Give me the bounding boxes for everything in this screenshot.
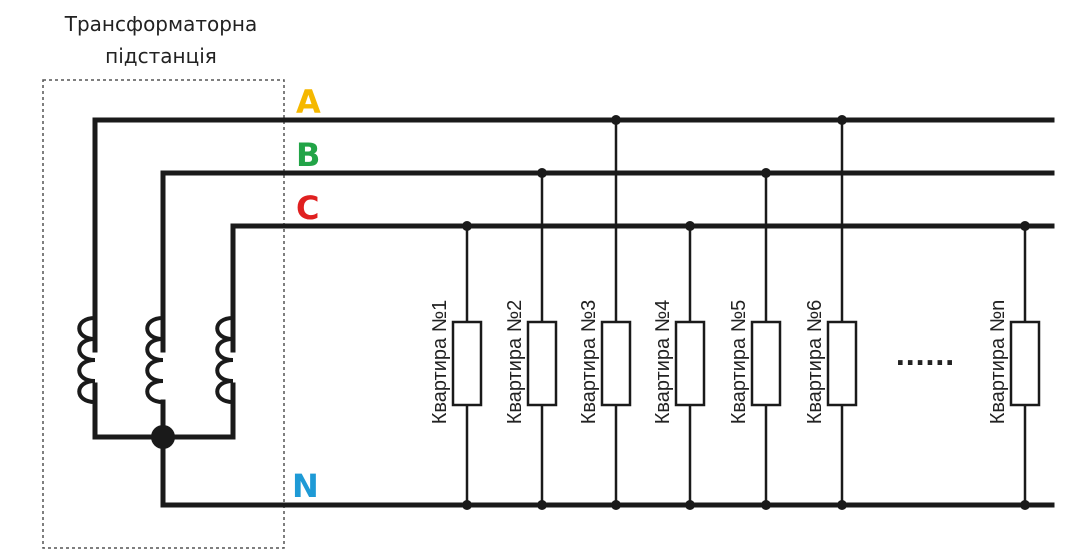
- star-point-node: [151, 425, 175, 449]
- apartment-load-3: Квартира №3: [578, 115, 632, 510]
- load-resistor: [674, 320, 706, 407]
- load-resistor: [750, 320, 782, 407]
- phase-junction-node: [537, 168, 547, 178]
- phase-junction-node: [837, 115, 847, 125]
- load-resistor: [826, 320, 858, 407]
- load-label: Квартира №5: [728, 300, 750, 425]
- load-label: Квартира №2: [504, 300, 526, 425]
- apartment-load-5: Квартира №5: [728, 168, 782, 510]
- substation-title-line1: Трансформаторна: [64, 12, 258, 36]
- neutral-junction-node: [462, 500, 472, 510]
- load-resistor: [451, 320, 483, 407]
- neutral-junction-node: [537, 500, 547, 510]
- apartment-load-7: Квартира №n: [987, 221, 1041, 510]
- neutral-junction-node: [837, 500, 847, 510]
- load-resistor: [600, 320, 632, 407]
- load-label: Квартира №n: [987, 300, 1009, 425]
- phase-b-bus: [160, 170, 1055, 353]
- neutral-junction-node: [761, 500, 771, 510]
- load-resistor: [1009, 320, 1041, 407]
- apartment-loads: Квартира №1 Квартира №2 Квартира №3 Квартир…: [429, 115, 1041, 510]
- substation-boundary: [42, 79, 285, 549]
- load-label: Квартира №1: [429, 300, 451, 425]
- neutral-junction-node: [611, 500, 621, 510]
- phase-junction-node: [685, 221, 695, 231]
- phase-junction-node: [761, 168, 771, 178]
- load-label: Квартира №6: [804, 300, 826, 425]
- winding-c: [215, 316, 234, 404]
- winding-b: [145, 316, 164, 404]
- load-label: Квартира №3: [578, 300, 600, 425]
- apartment-load-2: Квартира №2: [504, 168, 558, 510]
- substation-title-line2: підстанція: [105, 44, 217, 68]
- phase-b-label: B: [296, 136, 320, 174]
- neutral-junction-node: [1020, 500, 1030, 510]
- neutral-label: N: [292, 467, 319, 505]
- phase-a-bus: [92, 117, 1055, 353]
- neutral-bus: [160, 434, 1055, 508]
- neutral-junction-node: [685, 500, 695, 510]
- apartment-load-6: Квартира №6: [804, 115, 858, 510]
- phase-a-label: A: [296, 83, 321, 121]
- more-apartments-ellipsis: ......: [895, 342, 954, 372]
- load-label: Квартира №4: [652, 300, 674, 425]
- load-resistor: [526, 320, 558, 407]
- phase-c-bus: [230, 223, 1055, 353]
- winding-a: [77, 316, 96, 404]
- phase-c-label: C: [296, 189, 319, 227]
- apartment-load-4: Квартира №4: [652, 221, 706, 510]
- apartment-load-1: Квартира №1: [429, 221, 483, 510]
- phase-junction-node: [1020, 221, 1030, 231]
- phase-junction-node: [462, 221, 472, 231]
- phase-junction-node: [611, 115, 621, 125]
